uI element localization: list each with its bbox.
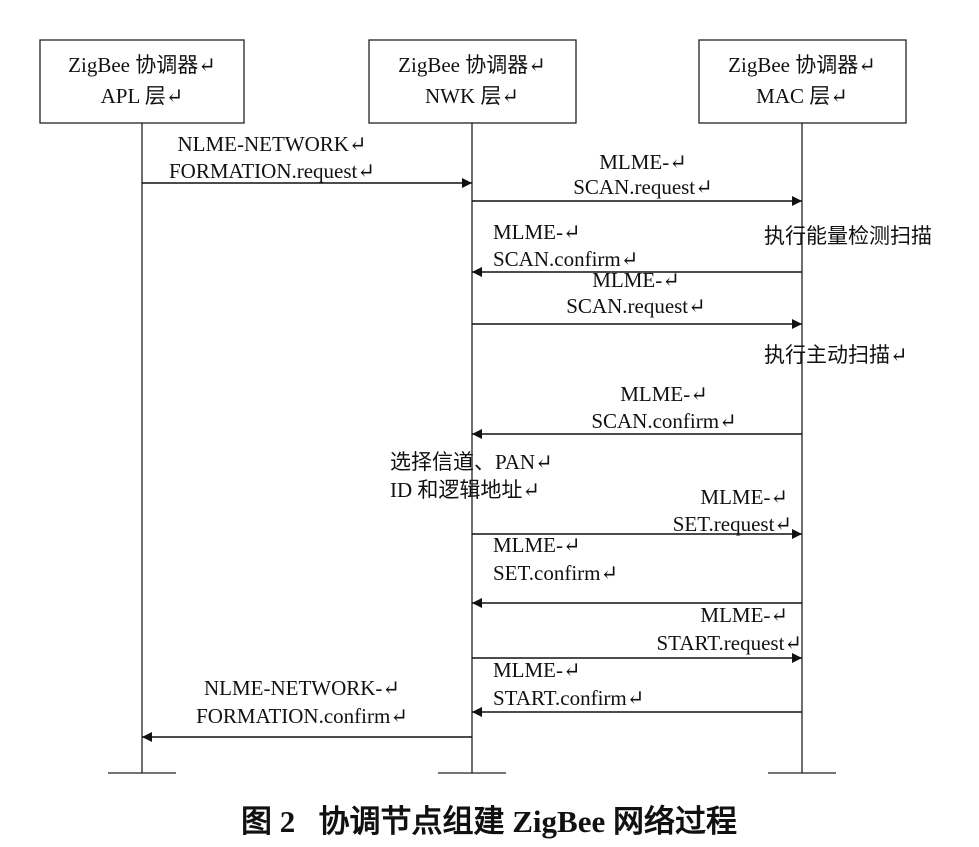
message-mlme-start-confirm: MLME-↵ START.confirm↵ — [472, 658, 802, 717]
message-label-line1: MLME-↵ — [592, 268, 680, 292]
message-label-line2: SCAN.confirm↵ — [591, 409, 736, 433]
message-mlme-set-confirm: MLME-↵ SET.confirm↵ — [472, 533, 802, 608]
message-mlme-scan-request-2: MLME-↵ SCAN.request↵ — [472, 268, 802, 329]
message-label-line2: SET.confirm↵ — [493, 561, 618, 585]
message-label-line1: MLME-↵ — [493, 533, 581, 557]
message-label-line1: NLME-NETWORK-↵ — [204, 676, 400, 700]
message-label-line2: START.request↵ — [657, 631, 803, 655]
message-nlme-network-formation-request: NLME-NETWORK↵ FORMATION.request↵ — [142, 132, 472, 188]
message-label-line2: SET.request↵ — [673, 512, 792, 536]
participant-mac-line1: ZigBee 协调器↵ — [728, 53, 876, 77]
figure-caption: 图 2 协调节点组建 ZigBee 网络过程 — [241, 804, 737, 839]
message-label-line2: START.confirm↵ — [493, 686, 644, 710]
message-label-line1: NLME-NETWORK↵ — [177, 132, 366, 156]
note-select-channel: 选择信道、PAN↵ ID 和逻辑地址↵ — [390, 450, 553, 502]
message-label-line2: FORMATION.confirm↵ — [196, 704, 408, 728]
participant-mac: ZigBee 协调器↵ MAC 层↵ — [698, 39, 907, 124]
participant-nwk-line2: NWK 层↵ — [425, 84, 519, 108]
participant-apl-line1: ZigBee 协调器↵ — [68, 53, 216, 77]
message-mlme-scan-confirm-2: MLME-↵ SCAN.confirm↵ — [472, 382, 802, 439]
note-active-scan: 执行主动扫描↵ — [764, 343, 908, 367]
message-label-line2: SCAN.request↵ — [573, 175, 713, 199]
note-select-channel-line2: ID 和逻辑地址↵ — [390, 478, 540, 502]
participant-apl-line2: APL 层↵ — [101, 84, 184, 108]
participant-apl: ZigBee 协调器↵ APL 层↵ — [39, 39, 245, 124]
message-label-line1: MLME-↵ — [599, 150, 687, 174]
message-mlme-set-request: MLME-↵ SET.request↵ — [472, 485, 802, 539]
participant-nwk: ZigBee 协调器↵ NWK 层↵ — [368, 39, 577, 124]
message-mlme-scan-confirm-1: MLME-↵ SCAN.confirm↵ — [472, 220, 802, 277]
participant-nwk-line1: ZigBee 协调器↵ — [398, 53, 546, 77]
note-select-channel-line1: 选择信道、PAN↵ — [390, 450, 553, 474]
message-label-line1: MLME-↵ — [700, 485, 788, 509]
message-mlme-start-request: MLME-↵ START.request↵ — [472, 603, 803, 663]
message-mlme-scan-request-1: MLME-↵ SCAN.request↵ — [472, 150, 802, 206]
message-label-line1: MLME-↵ — [493, 658, 581, 682]
message-label-line2: FORMATION.request↵ — [169, 159, 375, 183]
message-label-line1: MLME-↵ — [700, 603, 788, 627]
message-label-line1: MLME-↵ — [493, 220, 581, 244]
message-label-line1: MLME-↵ — [620, 382, 708, 406]
message-nlme-network-formation-confirm: NLME-NETWORK-↵ FORMATION.confirm↵ — [142, 676, 472, 742]
note-energy-detect-scan: 执行能量检测扫描 — [764, 224, 932, 248]
message-label-line2: SCAN.request↵ — [566, 294, 706, 318]
participant-mac-line2: MAC 层↵ — [756, 84, 848, 108]
message-label-line2: SCAN.confirm↵ — [493, 247, 638, 271]
